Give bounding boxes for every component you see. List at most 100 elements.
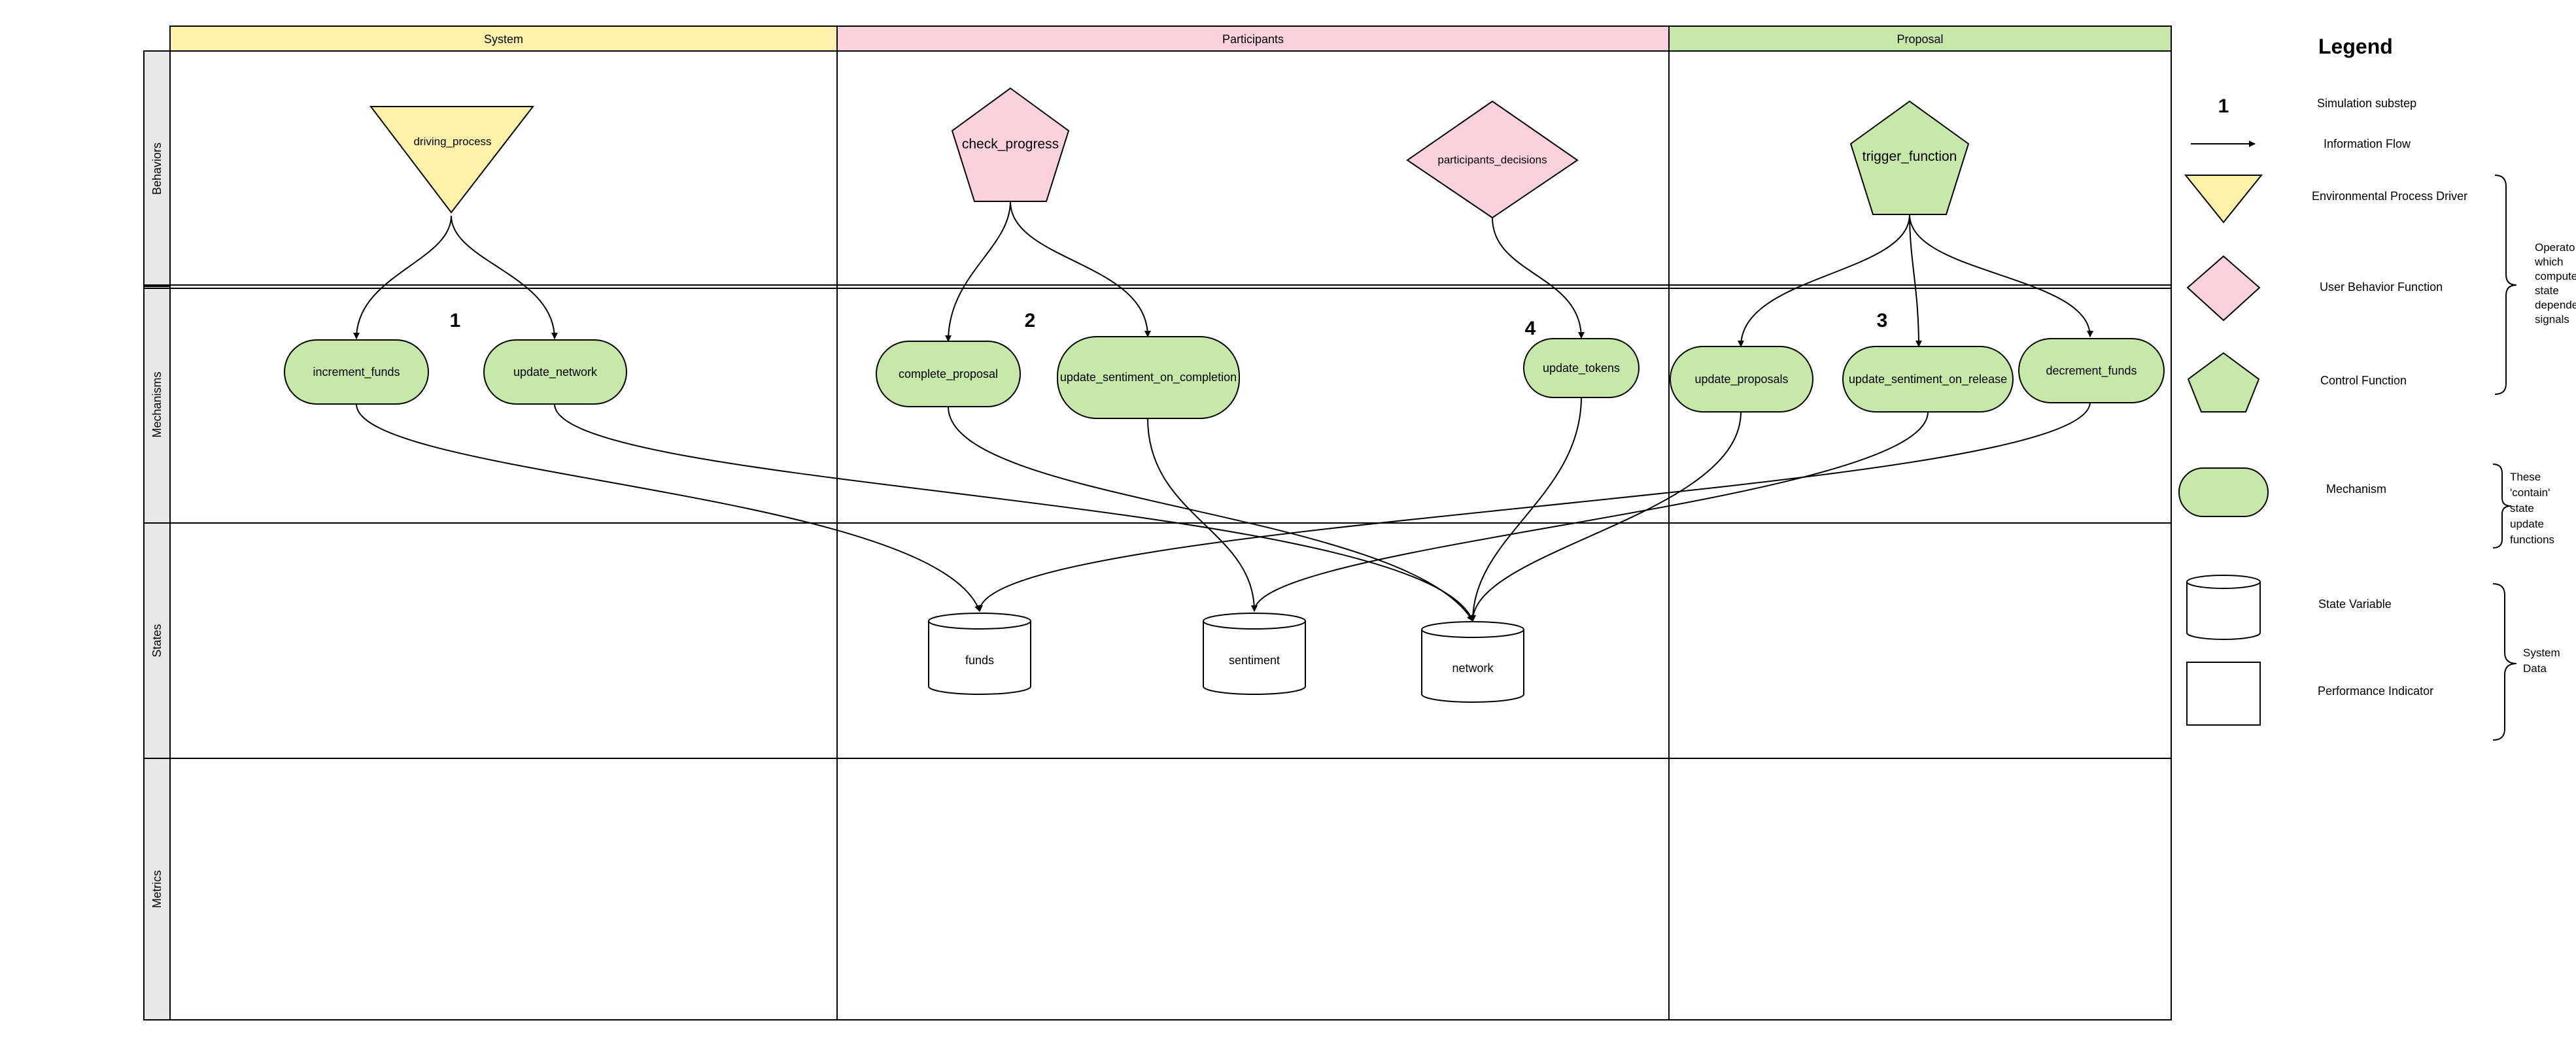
column-header-proposal-label: Proposal <box>1897 33 1943 46</box>
flow-decrement-funds-to-funds <box>976 401 2091 612</box>
operators-note-line-2: which <box>2534 256 2563 268</box>
legend-environmental-process-driver: Environmental Process Driver <box>2312 190 2467 203</box>
state-network-body <box>1421 630 1524 703</box>
state-sentiment-top <box>1203 613 1306 630</box>
mechanism-update-sentiment-on-completion[interactable] <box>1057 336 1240 419</box>
legend-state-variable-top <box>2186 575 2261 589</box>
column-header-participants <box>836 25 1670 52</box>
mechanisms: increment_funds update_network complete_… <box>284 336 2165 419</box>
legend-step-number: 1 <box>2218 95 2229 117</box>
row-label-mechanisms: Mechanisms <box>150 371 163 437</box>
flow-update-tokens-to-network <box>1469 396 1582 622</box>
mechanism-update-sentiment-on-release[interactable] <box>1842 346 2014 413</box>
update-network-label: update_network <box>513 365 598 379</box>
legend-brace-mechanisms <box>2492 464 2512 548</box>
legend-brace-operators <box>2494 175 2517 395</box>
flow-complete-proposal-to-network <box>948 406 1473 622</box>
state-funds-body <box>928 621 1031 695</box>
mechanism-complete-proposal[interactable] <box>876 341 1021 407</box>
legend-mechanism-icon <box>2178 467 2269 517</box>
flow-trigger-function-to-decrement-funds <box>1909 214 2093 337</box>
flow-participants-decisions-to-update-tokens <box>1492 217 1585 339</box>
row-label-band-states <box>143 522 171 759</box>
operators-note-line-4: state <box>2535 284 2559 297</box>
operators-note-line-6: signals <box>2535 313 2569 326</box>
flow-update-network-to-network <box>554 403 1474 622</box>
legend-operators-note: Operato which compute state depende sign… <box>2534 241 2576 326</box>
contain-note-line-1: These <box>2510 471 2541 483</box>
trigger-function-pentagon[interactable] <box>1849 100 1970 215</box>
legend-contain-note: These 'contain' state update functions <box>2510 471 2554 546</box>
state-sentiment-label: sentiment <box>1229 654 1280 667</box>
legend-information-flow: Information Flow <box>2324 137 2411 150</box>
row-labels: Behaviors Mechanisms States Metrics <box>143 50 171 1021</box>
flow-trigger-function-to-update-sentiment-on-release <box>1909 214 1922 347</box>
row-label-states: States <box>150 624 163 657</box>
mechanism-update-tokens[interactable] <box>1523 338 1640 398</box>
flow-check-progress-to-update-sentiment-on-completion <box>1010 201 1151 337</box>
participants-decisions-diamond[interactable] <box>1406 100 1579 219</box>
legend-title: Legend <box>2318 35 2393 58</box>
increment-funds-label: increment_funds <box>313 365 400 379</box>
states: funds sentiment network <box>928 613 1524 703</box>
column-header-system <box>169 25 838 52</box>
legend-system-data-note: System Data <box>2523 647 2563 675</box>
flow-increment-funds-to-funds <box>356 403 981 612</box>
flow-driving-process-to-update-network <box>451 215 558 339</box>
state-sentiment[interactable]: sentiment <box>1203 613 1306 695</box>
legend-pentagon-icon <box>2187 352 2260 413</box>
state-network-top <box>1421 621 1524 638</box>
legend-control-function: Control Function <box>2320 374 2407 387</box>
legend: Legend 1 Simulation substep Information … <box>2178 35 2576 741</box>
column-header-system-label: System <box>484 33 523 46</box>
driving-process-triangle[interactable] <box>369 106 535 214</box>
substep-1: 1 <box>450 310 461 331</box>
decrement-funds-label: decrement_funds <box>2046 364 2137 378</box>
mechanism-update-proposals[interactable] <box>1670 346 1813 413</box>
update-tokens-label: update_tokens <box>1543 362 1620 375</box>
flow-check-progress-to-complete-proposal <box>945 201 1011 342</box>
substep-2: 2 <box>1025 310 1036 331</box>
legend-performance-indicator: Performance Indicator <box>2318 684 2433 698</box>
operators-note-line-1: Operato <box>2535 241 2575 254</box>
behaviors: driving_process check_progress participa… <box>369 87 1970 219</box>
state-funds[interactable]: funds <box>928 613 1031 695</box>
contain-note-line-5: functions <box>2510 533 2554 546</box>
row-label-band-metrics <box>143 758 171 1021</box>
participants-decisions-label: participants_decisions <box>1437 154 1547 166</box>
flow-driving-process-to-increment-funds <box>353 215 452 339</box>
mechanism-increment-funds[interactable] <box>284 339 429 405</box>
check-progress-pentagon[interactable] <box>951 87 1070 202</box>
update-proposals-label: update_proposals <box>1694 373 1788 386</box>
information-flows <box>353 201 2093 622</box>
flow-update-proposals-to-network <box>1469 411 1742 622</box>
update-sentiment-on-release-label: update_sentiment_on_release <box>1849 373 2007 386</box>
flow-trigger-function-to-update-proposals <box>1738 214 1910 347</box>
trigger-function-label: trigger_function <box>1863 149 1957 164</box>
row-label-metrics: Metrics <box>150 870 163 908</box>
mechanism-update-network[interactable] <box>483 339 627 405</box>
swimlane-grid <box>144 50 2172 1021</box>
row-label-behaviors: Behaviors <box>150 143 163 195</box>
operators-note-line-3: compute <box>2535 270 2576 282</box>
flow-update-sentiment-on-release-to-sentiment <box>1251 411 1929 612</box>
state-funds-label: funds <box>965 654 994 667</box>
state-network-label: network <box>1452 662 1494 675</box>
legend-mechanism: Mechanism <box>2326 482 2386 496</box>
legend-user-behavior-function: User Behavior Function <box>2320 280 2443 294</box>
contain-note-line-3: state <box>2510 502 2534 515</box>
contain-note-line-4: update <box>2510 518 2544 530</box>
driving-process-label: driving_process <box>413 135 491 148</box>
column-headers: System Participants Proposal <box>169 25 2172 52</box>
flow-update-sentiment-on-completion-to-sentiment <box>1147 418 1258 612</box>
mechanism-decrement-funds[interactable] <box>2018 338 2165 403</box>
legend-simulation-substep: Simulation substep <box>2317 97 2416 110</box>
substep-numbers: 1 2 3 4 <box>450 310 1888 339</box>
state-sentiment-body <box>1203 621 1306 695</box>
update-sentiment-on-completion-label: update_sentiment_on_completion <box>1060 371 1237 384</box>
substep-3: 3 <box>1877 310 1888 331</box>
state-network[interactable]: network <box>1421 621 1524 703</box>
complete-proposal-label: complete_proposal <box>899 367 998 381</box>
system-data-note-line-1: System <box>2523 647 2560 659</box>
